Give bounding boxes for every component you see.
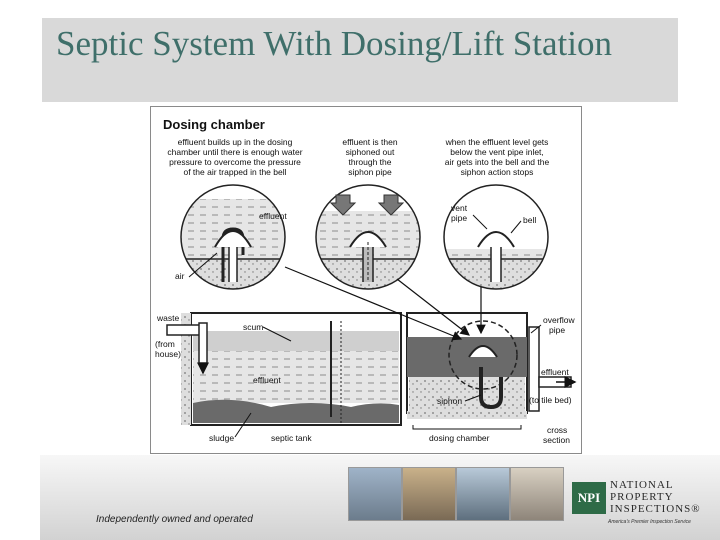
- label-dosing-chamber: dosing chamber: [429, 433, 490, 443]
- svg-text:siphon action stops: siphon action stops: [461, 167, 534, 177]
- pointer-siphon: [464, 394, 482, 402]
- label-waste: waste: [156, 313, 179, 323]
- label-bell: bell: [523, 215, 536, 225]
- svg-text:when the effluent level gets: when the effluent level gets: [445, 137, 549, 147]
- dosing-chamber-diagram: Dosing chamber effluent builds up in the…: [150, 106, 582, 454]
- pointer-sludge: [234, 412, 252, 438]
- label-scum: scum: [243, 322, 263, 332]
- slide-title: Septic System With Dosing/Lift Station: [56, 24, 613, 63]
- logo-line-2: PROPERTY: [610, 491, 674, 503]
- pointer-bell: [510, 220, 522, 234]
- detail-circle-3: [443, 184, 549, 290]
- svg-text:air gets into the bell and the: air gets into the bell and the: [445, 157, 550, 167]
- label-effluent-detail: effluent: [259, 211, 287, 221]
- bracket-dosing-chamber: [412, 425, 522, 430]
- caption-step-3: when the effluent level gets below the v…: [445, 137, 550, 177]
- label-effluent-tank: effluent: [253, 375, 281, 385]
- pointer-overflow-pipe: [530, 324, 542, 334]
- connector-arrows: [284, 266, 486, 341]
- label-air: air: [175, 271, 185, 281]
- caption-step-1: effluent builds up in the dosing chamber…: [167, 137, 302, 177]
- footer-band: NPI NATIONAL PROPERTY INSPECTIONS® Ameri…: [40, 455, 720, 540]
- pointer-scum: [262, 326, 292, 342]
- svg-text:house): house): [155, 349, 181, 359]
- footer-photo-4: [510, 467, 564, 521]
- diagram-svg: Dosing chamber effluent builds up in the…: [155, 117, 577, 445]
- detail-circle-1: [180, 184, 286, 290]
- septic-tank: [181, 312, 402, 426]
- label-cross-section: cross section: [543, 425, 570, 445]
- label-effluent-out: effluent: [541, 367, 569, 377]
- footer-tagline: Independently owned and operated: [96, 514, 253, 525]
- svg-text:section: section: [543, 435, 570, 445]
- svg-text:vent: vent: [451, 203, 468, 213]
- svg-text:cross: cross: [547, 425, 567, 435]
- caption-step-2: effluent is then siphoned out through th…: [342, 137, 397, 177]
- logo-line-1: NATIONAL: [610, 479, 674, 491]
- svg-text:chamber until there is enough: chamber until there is enough water: [167, 147, 302, 157]
- title-bar: Septic System With Dosing/Lift Station: [42, 18, 678, 102]
- svg-text:siphon pipe: siphon pipe: [348, 167, 392, 177]
- footer-photo-2: [402, 467, 456, 521]
- svg-text:(from: (from: [155, 339, 175, 349]
- label-vent-pipe: vent pipe: [451, 203, 468, 223]
- footer-photo-3: [456, 467, 510, 521]
- svg-text:pressure to overcome the press: pressure to overcome the pressure: [169, 157, 301, 167]
- diagram-heading: Dosing chamber: [163, 117, 265, 132]
- footer-photo-1: [348, 467, 402, 521]
- logo-subtitle: America's Premier Inspection Service: [608, 519, 691, 525]
- svg-text:effluent builds up in the dosi: effluent builds up in the dosing: [178, 137, 293, 147]
- pointer-air: [188, 252, 218, 278]
- svg-text:siphoned out: siphoned out: [346, 147, 395, 157]
- detail-circle-2: [315, 184, 421, 290]
- logo-line-3: INSPECTIONS®: [610, 503, 701, 515]
- svg-text:overflow: overflow: [543, 315, 576, 325]
- label-siphon: siphon: [437, 396, 462, 406]
- dosing-chamber: [406, 312, 577, 419]
- svg-text:pipe: pipe: [549, 325, 565, 335]
- label-sludge: sludge: [209, 433, 234, 443]
- label-to-tile-bed: (to tile bed): [529, 395, 572, 405]
- npi-logo-mark: NPI: [572, 482, 606, 514]
- svg-text:effluent is then: effluent is then: [342, 137, 397, 147]
- inlet-pipe: [166, 322, 209, 375]
- label-overflow-pipe: overflow pipe: [543, 315, 576, 335]
- pointer-vent-pipe: [472, 214, 488, 230]
- svg-text:pipe: pipe: [451, 213, 467, 223]
- svg-text:below the vent pipe inlet,: below the vent pipe inlet,: [450, 147, 544, 157]
- label-septic-tank: septic tank: [271, 433, 312, 443]
- label-from-house: (from house): [155, 339, 181, 359]
- svg-text:through the: through the: [348, 157, 391, 167]
- svg-text:of the air trapped in the bell: of the air trapped in the bell: [183, 167, 286, 177]
